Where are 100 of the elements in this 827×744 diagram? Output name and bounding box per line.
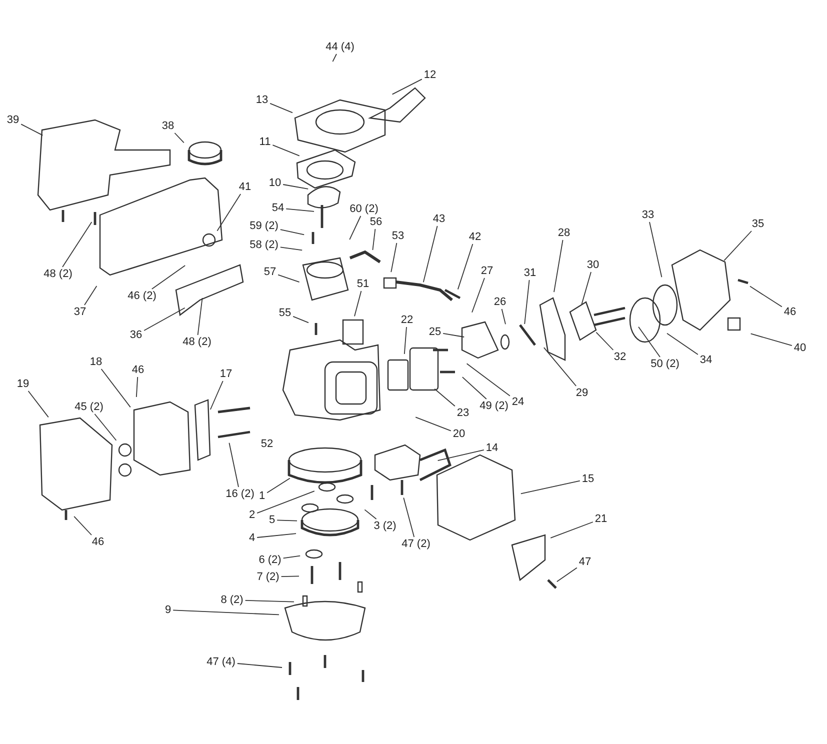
leader-line <box>151 265 186 290</box>
leader-line <box>415 416 452 432</box>
callout-number: 7 (2) <box>256 571 280 583</box>
callout-number: 12 <box>422 69 438 81</box>
callout-number: 3 (2) <box>372 520 398 532</box>
leader-line <box>332 54 337 62</box>
leader-line <box>724 230 752 262</box>
leader-line <box>520 480 580 494</box>
callout-number: 1 <box>258 490 266 502</box>
callout-number: 55 <box>278 307 292 319</box>
callout-number: 37 <box>72 306 88 318</box>
leader-line <box>649 222 662 278</box>
leader-line <box>280 229 305 236</box>
callout-number: 24 <box>510 396 526 408</box>
callout-number: 9 <box>164 604 172 616</box>
leader-line <box>276 520 298 522</box>
leader-line <box>462 376 487 400</box>
callout-number: 53 <box>390 230 406 242</box>
leader-line <box>364 509 377 520</box>
callout-number: 39 <box>6 114 20 126</box>
callout-number: 49 (2) <box>478 400 510 412</box>
callout-number: 56 <box>368 216 384 228</box>
leader-line <box>666 332 698 355</box>
callout-number: 46 <box>782 306 798 318</box>
leader-line <box>466 363 510 396</box>
callout-number: 25 <box>428 326 442 338</box>
leader-line <box>556 567 578 582</box>
leader-line <box>554 240 564 293</box>
leader-line <box>136 376 138 398</box>
leader-line <box>638 326 660 358</box>
callout-number: 47 <box>578 556 592 568</box>
callout-number: 43 <box>432 213 446 225</box>
leader-line <box>197 298 203 336</box>
callout-number: 46 <box>130 364 146 376</box>
callout-number: 38 <box>160 120 176 132</box>
leader-line <box>174 132 184 144</box>
callout-number: 15 <box>580 473 596 485</box>
callout-number: 19 <box>16 378 30 390</box>
callout-number: 18 <box>88 356 104 368</box>
leader-line <box>282 184 309 190</box>
callout-number: 16 (2) <box>224 488 256 500</box>
callout-number: 54 <box>270 202 286 214</box>
leader-line <box>74 516 92 536</box>
callout-number: 41 <box>238 181 252 193</box>
leader-line <box>434 388 456 407</box>
leader-line <box>392 78 422 95</box>
callout-number: 17 <box>218 368 234 380</box>
leader-line <box>404 326 407 354</box>
leader-line <box>266 478 290 494</box>
leader-line <box>524 280 530 324</box>
callout-number: 5 <box>268 514 276 526</box>
callout-number: 57 <box>262 266 278 278</box>
leader-line <box>236 663 282 668</box>
leader-line <box>84 286 98 306</box>
leader-line <box>596 332 614 350</box>
leader-line <box>292 316 309 324</box>
callout-number: 23 <box>456 407 470 419</box>
leader-line <box>278 274 300 283</box>
leader-line <box>280 246 303 251</box>
callout-number: 59 (2) <box>248 220 280 232</box>
leader-line <box>372 228 376 250</box>
callout-number: 58 (2) <box>248 239 280 251</box>
callout-number: 29 <box>574 387 590 399</box>
leader-line <box>228 442 239 488</box>
leader-line <box>403 497 415 538</box>
callout-number: 44 (4) <box>324 41 356 53</box>
leader-line <box>270 102 293 114</box>
callout-number: 45 (2) <box>74 401 104 413</box>
leader-line <box>282 555 301 559</box>
callout-number: 46 <box>90 536 106 548</box>
callout-number: 30 <box>586 259 600 271</box>
callout-number: 51 <box>356 278 370 290</box>
leader-line <box>750 286 782 308</box>
callout-number: 32 <box>612 351 628 363</box>
callout-number: 6 (2) <box>258 554 282 566</box>
callout-number: 46 (2) <box>126 290 158 302</box>
callout-number: 13 <box>254 94 270 106</box>
callout-number: 33 <box>640 209 656 221</box>
leader-line <box>210 380 224 410</box>
leader-line <box>20 124 44 136</box>
leader-line <box>216 194 242 232</box>
leader-line <box>256 533 296 538</box>
leader-line <box>581 272 592 305</box>
callout-number: 10 <box>268 177 282 189</box>
leader-line <box>457 244 474 290</box>
leader-line <box>172 610 280 616</box>
callout-number: 48 (2) <box>182 336 212 348</box>
leader-line <box>94 414 117 441</box>
callout-number: 31 <box>522 267 538 279</box>
callout-number: 47 (2) <box>400 538 432 550</box>
callout-number: 40 <box>792 342 808 354</box>
leader-line <box>286 208 314 212</box>
leader-line <box>144 307 186 331</box>
leader-line <box>437 449 484 462</box>
leader-line <box>280 576 300 578</box>
leader-line <box>543 347 577 386</box>
callout-number: 47 (4) <box>206 656 236 668</box>
leader-line <box>100 368 131 408</box>
leader-line <box>28 390 49 418</box>
callout-number: 26 <box>492 296 508 308</box>
